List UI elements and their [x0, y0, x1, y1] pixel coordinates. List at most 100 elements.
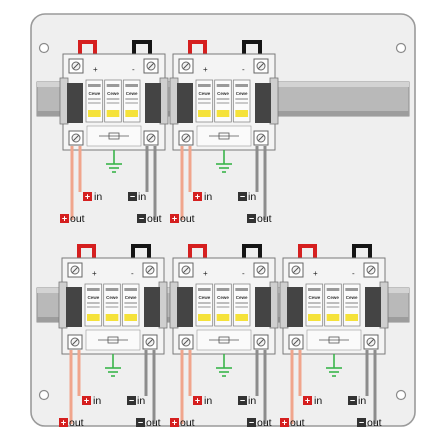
mounting-hole [395, 42, 407, 54]
plus-badge [83, 192, 92, 201]
module-fine-print [198, 306, 211, 308]
minus-sign: − [129, 396, 134, 406]
module-brand: Cewe [236, 295, 248, 300]
module-fine-print [198, 302, 211, 304]
plus-sign: + [62, 214, 67, 224]
module-brand: Cewe [327, 295, 339, 300]
module-fine-print [125, 98, 138, 100]
terminal-slot [258, 339, 264, 345]
plus-badge [193, 192, 202, 201]
module-brand: Cewe [126, 91, 138, 96]
plus-sign: + [305, 396, 310, 406]
minus-in-label: in [138, 191, 146, 203]
module-stripe [345, 288, 358, 291]
terminal-slot [293, 267, 299, 273]
housing-clip [379, 281, 389, 329]
housing-clip [269, 281, 279, 329]
terminal-slot [72, 339, 78, 345]
module-yellow-label [106, 110, 120, 117]
module-brand: Cewe [198, 91, 210, 96]
mount-block [255, 83, 271, 123]
module-stripe [88, 84, 101, 87]
terminal-slot [258, 267, 264, 273]
module-fine-print [124, 302, 137, 304]
module-fine-print [216, 306, 230, 308]
plus-badge [170, 214, 179, 223]
plus-sign: + [61, 418, 66, 428]
minus-badge [247, 418, 256, 427]
module-fine-print [216, 302, 230, 304]
module-brand: Cewe [236, 91, 248, 96]
mount-block [144, 287, 160, 327]
plus-badge [193, 396, 202, 405]
black-input-wire [242, 244, 262, 259]
module-brand: Cewe [346, 295, 358, 300]
module-plus-mark: + [313, 269, 318, 278]
terminal-slot [73, 63, 79, 69]
housing-clip [169, 77, 179, 125]
plus-sign: + [282, 418, 287, 428]
plus-out-label: out [180, 417, 195, 429]
red-input-wire [188, 244, 207, 259]
mount-block [177, 287, 193, 327]
terminal-slot [368, 339, 374, 345]
plus-out-label: out [70, 213, 85, 225]
module-yellow-label [198, 314, 211, 321]
minus-in-label: in [358, 395, 366, 407]
terminal-slot [148, 63, 154, 69]
black-input-wire [132, 40, 152, 55]
module-yellow-label [308, 314, 321, 321]
housing-clip [169, 281, 179, 329]
terminal-slot [183, 135, 189, 141]
plus-in-label: in [204, 395, 212, 407]
module-stripe [105, 288, 119, 291]
minus-badge [136, 418, 145, 427]
plus-sign: + [172, 214, 177, 224]
black-input-wire [352, 244, 372, 259]
plus-sign: + [85, 192, 90, 202]
minus-sign: − [138, 418, 143, 428]
minus-out-label: out [257, 213, 272, 225]
module-stripe [198, 288, 211, 291]
red-input-wire [298, 244, 317, 259]
minus-badge [247, 214, 256, 223]
mount-block [66, 287, 82, 327]
red-input-wire [78, 40, 97, 55]
terminal-slot [368, 267, 374, 273]
module-yellow-label [124, 314, 137, 321]
plus-sign: + [172, 418, 177, 428]
minus-badge [357, 418, 366, 427]
minus-badge [238, 396, 247, 405]
module-stripe [87, 288, 100, 291]
module-stripe [235, 288, 248, 291]
mount-block [67, 83, 83, 123]
mounting-hole [38, 389, 50, 401]
module-brand: Cewe [106, 295, 118, 300]
terminal-slot [147, 339, 153, 345]
mount-block [177, 83, 193, 123]
module-brand: Cewe [308, 295, 320, 300]
module-yellow-label [235, 110, 248, 117]
minus-in-label: in [248, 395, 256, 407]
plus-sign: + [84, 396, 89, 406]
module-yellow-label [345, 314, 358, 321]
wiring-symbol [218, 336, 230, 344]
module-stripe [216, 288, 230, 291]
module-minus-mark: - [242, 269, 245, 278]
plus-out-label: out [290, 417, 305, 429]
minus-in-label: in [137, 395, 145, 407]
module-fine-print [87, 306, 100, 308]
minus-sign: − [240, 396, 245, 406]
black-input-wire [131, 244, 151, 259]
minus-sign: − [139, 214, 144, 224]
plus-badge [60, 214, 69, 223]
plus-badge [82, 396, 91, 405]
module-fine-print [106, 102, 120, 104]
module-yellow-label [235, 314, 248, 321]
module-fine-print [88, 102, 101, 104]
module-stripe [326, 288, 340, 291]
